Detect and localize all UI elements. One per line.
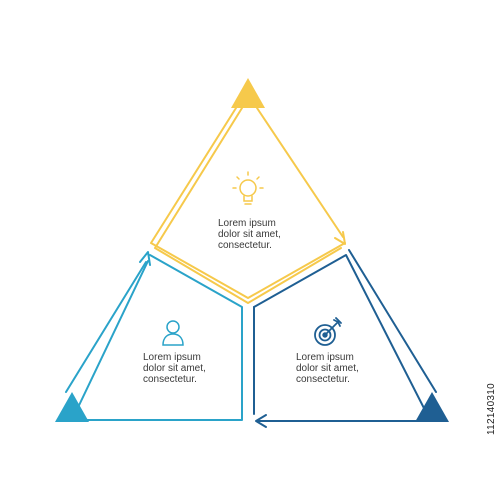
segment-left-outline-inner [71, 260, 149, 421]
segment-top [150, 107, 346, 304]
corner-top-marker [231, 78, 265, 108]
segment-left-line-3: consectetur. [143, 374, 197, 385]
user-icon [162, 320, 184, 346]
segment-right-line-2: dolor sit amet, [296, 363, 359, 374]
segment-right [253, 249, 437, 428]
lightbulb-icon [232, 171, 264, 205]
segment-top-line-1: Lorem ipsum [218, 218, 276, 229]
segment-top-outline-inner [154, 107, 342, 304]
segment-top-text: Lorem ipsum dolor sit amet, consectetur. [218, 218, 318, 251]
segment-left-line-2: dolor sit amet, [143, 363, 206, 374]
segment-left-outline-outer [65, 261, 147, 393]
segment-top-line-3: consectetur. [218, 240, 272, 251]
segment-left-text: Lorem ipsum dolor sit amet, consectetur. [143, 352, 243, 385]
segment-top-line-2: dolor sit amet, [218, 229, 281, 240]
arrow-left-up [139, 251, 151, 266]
segment-top-outline-outer [150, 107, 346, 299]
segment-left [65, 251, 243, 421]
stock-image-id: 112140310 [486, 382, 497, 435]
segment-right-line-3: consectetur. [296, 374, 350, 385]
segment-right-line-1: Lorem ipsum [296, 352, 354, 363]
target-icon [314, 317, 342, 346]
arrow-bottom-left [255, 414, 267, 428]
segment-top-right-edge [256, 107, 344, 238]
segment-right-text: Lorem ipsum dolor sit amet, consectetur. [296, 352, 396, 385]
segment-left-inner-edge [77, 254, 243, 421]
segment-right-inner-edge [253, 254, 431, 421]
segment-left-line-1: Lorem ipsum [143, 352, 201, 363]
corner-left-marker [55, 392, 89, 422]
segment-right-outline-outer [348, 249, 437, 393]
arrow-top-right [334, 231, 346, 245]
corner-right-marker [415, 392, 449, 422]
